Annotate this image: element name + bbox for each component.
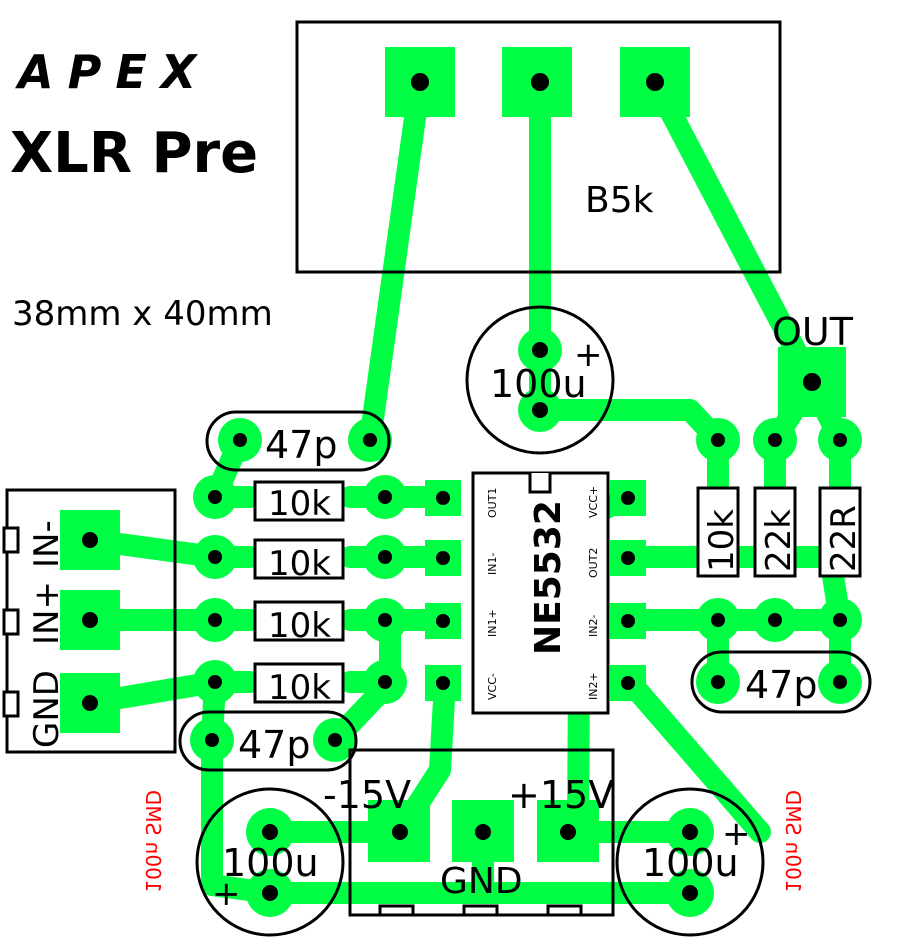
conn-label-gnd: GND (27, 670, 67, 748)
cap-right-outline (690, 650, 872, 714)
board-dimensions: 38mm x 40mm (12, 294, 273, 334)
ic-pin-in1-pos: IN1+ (486, 609, 499, 637)
copper-pads (60, 47, 862, 917)
res-in-2-outline (253, 538, 345, 580)
elec-left-label: 100u (222, 841, 319, 885)
cap-top-left-label: 47p (265, 423, 337, 467)
conn-label-in-minus: IN- (27, 520, 67, 568)
out-label: OUT (772, 310, 854, 354)
res-22r-label: 22R (824, 505, 864, 572)
power-gnd-label: GND (440, 861, 523, 902)
res-22r-outline (818, 486, 862, 578)
smd-note-right: 100n SMD (781, 790, 805, 893)
ic-pin-vcc-pos: VCC+ (587, 486, 600, 518)
elec-right-outline (615, 787, 765, 937)
res-in-4-outline (253, 662, 345, 704)
ic-pin-in2-neg: IN2- (587, 615, 600, 637)
elec-left-outline (195, 787, 345, 937)
res-in-1-outline (253, 480, 345, 522)
cap-top-left-outline (205, 410, 391, 472)
drill-holes (82, 73, 847, 901)
res-22k-label: 22k (759, 509, 799, 572)
elec-right-plus: + (722, 814, 751, 854)
elec-left-plus: + (212, 874, 241, 914)
res-in-3-label: 10k (268, 606, 331, 646)
cap-mid-left-outline (178, 710, 358, 772)
ic-outline (471, 471, 610, 715)
conn-label-in-plus: IN+ (27, 581, 67, 645)
power-pos-label: +15V (508, 773, 614, 817)
ic-pin-in2-pos: IN2+ (587, 672, 600, 700)
res-in-3-outline (253, 600, 345, 642)
ic-part-label: NE5532 (528, 500, 569, 655)
res-in-4-label: 10k (268, 668, 331, 708)
silkscreen (2, 20, 872, 937)
brand-title: XLR Pre (10, 121, 258, 186)
ic-pin-vcc-neg: VCC- (486, 673, 499, 700)
power-neg-label: -15V (323, 773, 411, 817)
smd-note-left: 100n SMD (141, 790, 165, 893)
pot-value: B5k (585, 180, 654, 221)
elec-right-label: 100u (642, 841, 739, 885)
elec-top-label: 100u (490, 362, 587, 406)
brand-logo: APEX (15, 45, 210, 99)
res-in-1-label: 10k (268, 484, 331, 524)
elec-top-plus: + (574, 335, 603, 375)
cap-mid-left-label: 47p (238, 723, 310, 767)
pot-outline (295, 20, 782, 274)
cap-right-label: 47p (745, 663, 817, 707)
res-in-2-label: 10k (268, 544, 331, 584)
ic-pin-out1: OUT1 (486, 488, 499, 518)
ic-pin-in1-neg: IN1- (486, 553, 499, 575)
ic-pin-out2: OUT2 (587, 548, 600, 578)
elec-top-outline (465, 305, 615, 455)
res-22k-outline (753, 486, 797, 578)
res-fb-outline (696, 486, 740, 578)
res-fb-label: 10k (702, 509, 742, 572)
